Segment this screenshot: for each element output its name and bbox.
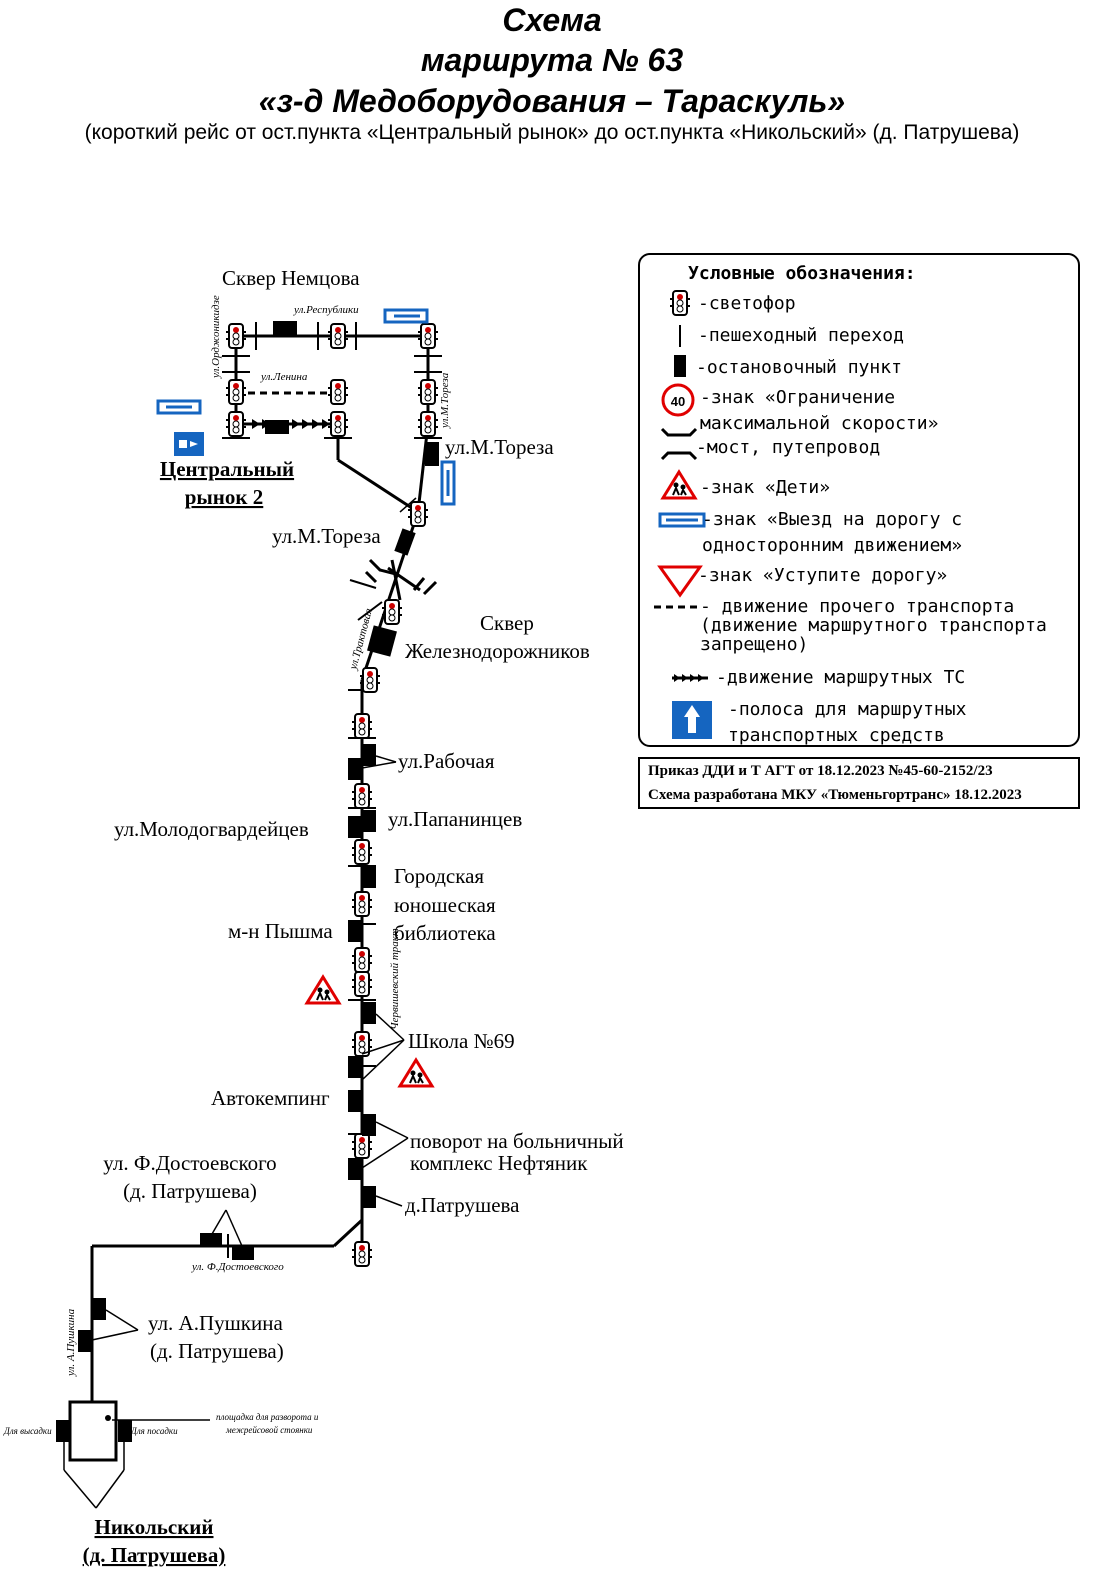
order-box: Приказ ДДИ и Т АГТ от 18.12.2023 №45-60-… (638, 757, 1080, 809)
stop-library-2: юношеская (394, 893, 496, 917)
stop-central-market-1: Центральный (160, 457, 294, 481)
street-lenina: ул.Ленина (260, 371, 308, 383)
street-respubliki: ул.Республики (293, 304, 359, 316)
stop-nikolsky-2: (д. Патрушева) (83, 1543, 226, 1567)
bus-stop-icon (674, 355, 686, 377)
stop-papanintsev: ул.Папанинцев (388, 807, 522, 831)
bus-lane-sign-icon (672, 701, 712, 739)
stop-hospital-1: поворот на больничный (410, 1129, 624, 1153)
legend-icons: 40 (654, 290, 708, 682)
stop-dostoevskogo-1: ул. Ф.Достоевского (103, 1151, 276, 1175)
stop-nikolsky-1: Никольский (95, 1515, 214, 1539)
bus-stop-icon (56, 321, 439, 1442)
stop-pyshma: м-н Пышма (228, 919, 333, 943)
legend-item-one-way: -знак «Выезд на дорогу с односторонним д… (702, 509, 963, 556)
stop-rabochaya: ул.Рабочая (398, 749, 495, 773)
stop-patrusheva: д.Патрушева (405, 1193, 520, 1217)
order-line-2: Схема разработана МКУ «Тюменьгортранс» 1… (648, 787, 1022, 803)
order-line-1: Приказ ДДИ и Т АГТ от 18.12.2023 №45-60-… (648, 763, 993, 779)
street-ordzhonikidze: ул.Орджоникидзе (210, 295, 222, 379)
legend-item-bus-lane: -полоса для маршрутных транспортных сред… (728, 699, 967, 746)
legend: Условные обозначения: 40 (638, 253, 1080, 747)
legend-title: Условные обозначения: (688, 263, 916, 284)
legend-item-traffic-light: -светофор (698, 293, 796, 314)
stop-toreza-2: ул.М.Тореза (272, 524, 381, 548)
stop-library-3: библиотека (394, 921, 496, 945)
terminal-note-2: межрейсовой стоянки (225, 1425, 313, 1435)
speed-limit-icon: 40 (661, 383, 695, 417)
stop-dostoevskogo-2: (д. Патрушева) (123, 1179, 257, 1203)
bus-lane-sign-icon (174, 432, 204, 456)
title-line-2: маршрута № 63 (420, 42, 684, 78)
stop-skver-nemtsova: Сквер Немцова (222, 266, 360, 290)
bridge-icon (660, 427, 698, 461)
yield-sign-icon (657, 565, 703, 598)
stop-toreza-1: ул.М.Тореза (445, 435, 554, 459)
stop-pushkina-1: ул. А.Пушкина (148, 1311, 283, 1335)
one-way-entry-sign-icon (156, 308, 456, 506)
legend-item-stop: -остановочный пункт (696, 357, 902, 378)
route-arrow-line-icon (672, 674, 708, 682)
street-dostoevskogo: ул. Ф.Достоевского (191, 1261, 284, 1273)
stop-skver-zhd-1: Сквер (480, 611, 534, 635)
legend-item-yield: -знак «Уступите дорогу» (698, 565, 948, 586)
label-boarding: Для посадки (130, 1426, 178, 1436)
title-line-1: Схема (502, 2, 602, 38)
bridge-icon (364, 558, 438, 601)
stop-hospital-2: комплекс Нефтяник (410, 1151, 588, 1175)
one-way-entry-sign-icon (658, 512, 706, 528)
stop-molodogvardeytsev: ул.Молодогвардейцев (114, 817, 309, 841)
label-dropoff: Для высадки (3, 1426, 52, 1436)
legend-item-children: -знак «Дети» (700, 477, 831, 498)
legend-item-bridge: -мост, путепровод (696, 437, 881, 458)
street-toreza-vertical: ул.М.Тореза (439, 372, 451, 429)
stop-library-1: Городская (394, 864, 484, 888)
stop-autocamping: Автокемпинг (211, 1086, 330, 1110)
street-pushkina: ул. А.Пушкина (65, 1308, 77, 1377)
traffic-light-icon (669, 290, 691, 316)
stop-central-market-2: рынок 2 (185, 485, 264, 509)
title-line-3: «з-д Медоборудования – Тараскуль» (258, 83, 846, 119)
legend-item-route-traffic: -движение маршрутных ТС (716, 667, 966, 688)
stop-school69: Школа №69 (408, 1029, 515, 1053)
legend-item-crossing: -пешеходный переход (698, 325, 904, 346)
speed-limit-value: 40 (671, 394, 685, 409)
legend-item-speed: -знак «Ограничение максимальной скорости… (700, 387, 939, 434)
children-sign-icon (661, 470, 697, 500)
subtitle: (короткий рейс от ост.пункта «Центральны… (84, 121, 1020, 144)
stop-skver-zhd-2: Железнодорожников (405, 639, 590, 663)
street-chervishevsky: Червишевский тракт (389, 928, 401, 1030)
legend-item-other-traffic: - движение прочего транспорта (движение … (700, 596, 1047, 655)
terminal-note-1: площадка для разворота и (216, 1412, 319, 1422)
stop-pushkina-2: (д. Патрушева) (150, 1339, 284, 1363)
